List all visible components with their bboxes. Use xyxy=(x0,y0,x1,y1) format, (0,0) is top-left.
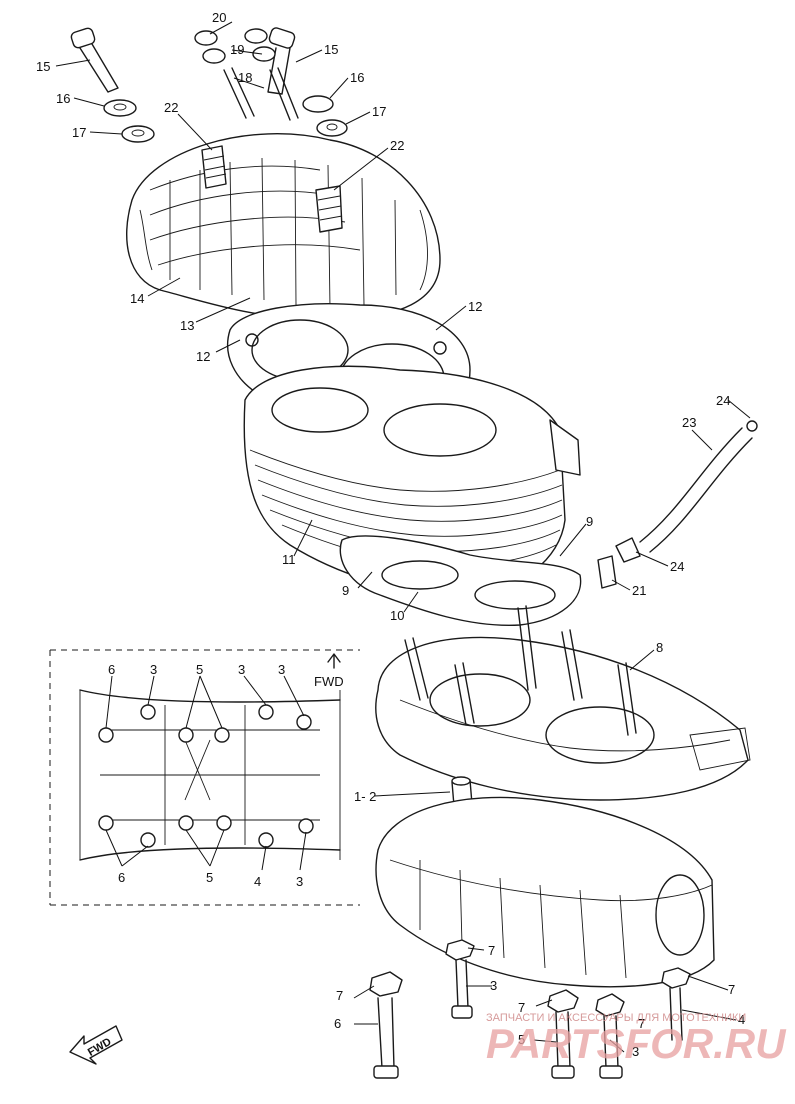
torque-sequence-inset xyxy=(49,649,360,906)
cylinder-head xyxy=(126,133,441,320)
upper-crankcase xyxy=(375,636,751,801)
callout-8: 8 xyxy=(656,640,663,655)
inset-bottom-label-2: 4 xyxy=(254,874,261,889)
callout-6-bottom: 6 xyxy=(334,1016,341,1031)
spark-plug-left xyxy=(201,145,227,189)
callout-18: 18 xyxy=(238,70,252,85)
studs-18-19 xyxy=(223,67,299,121)
callout-21: 21 xyxy=(632,583,646,598)
callout-10: 10 xyxy=(390,608,404,623)
watermark-tagline: ЗАПЧАСТИ И АКСЕССУАРЫ ДЛЯ МОТОТЕХНИКИ xyxy=(486,1012,746,1024)
watermark-brand: PARTSFOR.RU xyxy=(486,1020,787,1067)
callout-19: 19 xyxy=(230,42,244,57)
callout-13: 13 xyxy=(180,318,194,333)
callout-23: 23 xyxy=(682,415,696,430)
inset-bottom-label-1: 5 xyxy=(206,870,213,885)
callout-14: 14 xyxy=(130,291,144,306)
head-bolt-right xyxy=(267,27,296,95)
bolt-3-right xyxy=(595,993,625,1079)
head-bolt-left xyxy=(70,27,119,93)
washer-17-right xyxy=(316,119,348,137)
inset-top-label-1: 3 xyxy=(150,662,157,677)
inset-top-label-4: 3 xyxy=(278,662,285,677)
callout-17-right: 17 xyxy=(372,104,386,119)
base-gasket xyxy=(339,535,582,627)
bolt-4 xyxy=(661,967,691,1041)
callout-16-left: 16 xyxy=(56,91,70,106)
callout-22-right: 22 xyxy=(390,138,404,153)
callout-1-2: 1- 2 xyxy=(354,789,376,804)
fwd-arrow-icon xyxy=(69,1025,123,1065)
inset-top-label-0: 6 xyxy=(108,662,115,677)
callout-7-e: 7 xyxy=(728,982,735,997)
callout-17-left: 17 xyxy=(72,125,86,140)
inset-top-label-3: 3 xyxy=(238,662,245,677)
bolt-5 xyxy=(547,989,579,1079)
inset-bottom-label-3: 3 xyxy=(296,874,303,889)
washer-16-left xyxy=(103,99,137,117)
callout-7-c: 7 xyxy=(518,1000,525,1015)
callout-4-bottom: 4 xyxy=(738,1012,745,1027)
callout-16-right: 16 xyxy=(350,70,364,85)
cylinder-studs-8 xyxy=(404,605,637,736)
callout-15-left: 15 xyxy=(36,59,50,74)
nut-20 xyxy=(194,28,276,64)
inset-fwd-label: FWD xyxy=(314,674,344,689)
callout-7-d: 7 xyxy=(638,1016,645,1031)
callout-24-bottom: 24 xyxy=(670,559,684,574)
callout-12-right: 12 xyxy=(468,299,482,314)
lower-crankcase xyxy=(375,796,715,988)
callout-7-a: 7 xyxy=(488,943,495,958)
washer-17-left xyxy=(121,125,155,143)
bolt-6-long xyxy=(369,971,403,1079)
callout-7-b: 7 xyxy=(336,988,343,1003)
breather-hose xyxy=(597,420,758,589)
callout-20: 20 xyxy=(212,10,226,25)
fwd-arrow-label: FWD xyxy=(86,1036,114,1059)
callout-24-top: 24 xyxy=(716,393,730,408)
washer-16-right xyxy=(302,95,334,113)
bolt-3-center xyxy=(445,939,475,1019)
spark-plug-right xyxy=(315,185,343,233)
callout-15-right: 15 xyxy=(324,42,338,57)
inset-bottom-label-0: 6 xyxy=(118,870,125,885)
callout-9-right: 9 xyxy=(586,514,593,529)
callout-3-center: 3 xyxy=(490,978,497,993)
callout-12-left: 12 xyxy=(196,349,210,364)
callout-22-left: 22 xyxy=(164,100,178,115)
callout-5-bottom: 5 xyxy=(518,1032,525,1047)
callout-9-left: 9 xyxy=(342,583,349,598)
callout-11: 11 xyxy=(282,552,296,567)
inset-top-label-2: 5 xyxy=(196,662,203,677)
inset-fwd-arrow-icon xyxy=(327,653,341,669)
callout-3-right: 3 xyxy=(632,1044,639,1059)
